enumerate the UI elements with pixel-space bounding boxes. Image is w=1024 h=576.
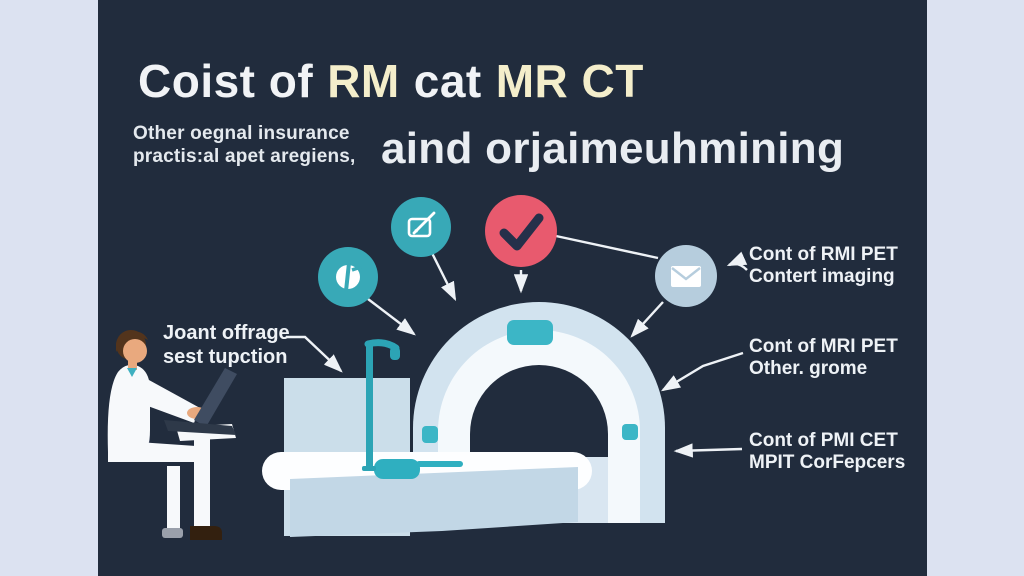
figure-front-shoe	[190, 526, 222, 540]
figure-fringe	[116, 331, 148, 352]
callout-right-2-line2: Other. grome	[749, 358, 868, 379]
callout-right-3-line1: Cont of PMI CET	[749, 430, 898, 451]
callout-left-line2: sest tupction	[163, 346, 288, 368]
callout-right-2-line1: Cont of MRI PET	[749, 336, 898, 357]
arrow-envelope-to-scanner	[630, 301, 664, 338]
bed-cushion-handle	[416, 461, 463, 467]
subtitle-small: Other oegnal insurance practis:al apet a…	[133, 122, 356, 168]
laptop-keyboard	[164, 420, 236, 435]
callout-right-2: Cont of MRI PET Other. grome	[749, 336, 898, 380]
figure-front-leg	[194, 438, 210, 528]
title-part-3: cat	[413, 55, 482, 107]
title-part-1: Coist of	[138, 55, 314, 107]
page-title: Coist of RM cat MR CT	[138, 54, 644, 108]
arrow-label2-to-scanner	[660, 351, 744, 392]
subtitle-small-line1: Other oegnal insurance	[133, 123, 350, 144]
checkmark-icon	[485, 195, 557, 267]
callout-right-1-line2: Contert imaging	[749, 266, 895, 287]
figure-back-leg	[167, 466, 180, 528]
callout-right-1-line1: Cont of RMI PET	[749, 244, 898, 265]
coin-icon	[318, 247, 378, 307]
callout-left-line1: Joant offrage	[163, 322, 290, 344]
arrow-label1	[726, 251, 748, 271]
arrow-coin-to-scanner	[367, 298, 416, 336]
laptop	[164, 368, 237, 435]
icon-circles	[318, 195, 717, 307]
callout-left: Joant offrage sest tupction	[163, 321, 290, 369]
edit-note-icon	[391, 197, 451, 257]
arrow-label3-to-scanner	[673, 443, 743, 458]
radiologist-figure	[107, 330, 237, 540]
arrow-edit-to-scanner	[430, 252, 457, 302]
bed-cushion	[374, 459, 420, 479]
title-part-4: MR CT	[495, 55, 644, 107]
callout-right-3: Cont of PMI CET MPIT CorFepcers	[749, 430, 905, 474]
gantry-button-right	[622, 424, 638, 440]
connector-arrows	[286, 234, 748, 458]
bed-platform	[290, 467, 578, 537]
subtitle-large: aind orjaimeuhmining	[381, 124, 845, 173]
figure-neck	[128, 358, 137, 370]
subtitle-small-line2: practis:al apet aregiens,	[133, 146, 356, 167]
callout-right-1: Cont of RMI PET Contert imaging	[749, 244, 898, 288]
gantry-display	[507, 320, 553, 345]
callout-right-3-line2: MPIT CorFepcers	[749, 452, 906, 473]
line-check-to-envelope	[555, 234, 659, 260]
envelope-icon	[655, 245, 717, 307]
title-part-2: RM	[327, 55, 400, 107]
figure-back-shoe	[162, 528, 183, 538]
scanner-illustration	[262, 302, 665, 537]
gantry-button-left	[422, 426, 438, 443]
iv-pole	[362, 339, 400, 471]
laptop-screen	[194, 368, 237, 427]
arrow-leftlabel-to-scanner	[286, 335, 343, 373]
figure-face	[123, 339, 147, 363]
figure-arm	[122, 374, 200, 423]
figure-collar	[127, 368, 137, 377]
